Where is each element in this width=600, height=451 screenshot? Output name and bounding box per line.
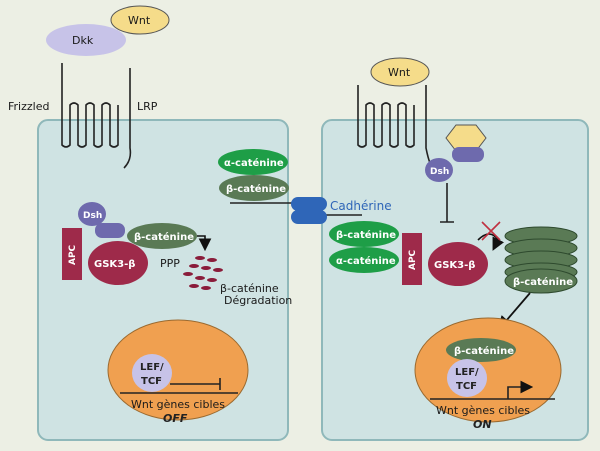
cadherine-pill-2 (291, 210, 327, 224)
cadherine-label: Cadhérine (330, 199, 392, 213)
cadherine-pill-1 (291, 197, 327, 211)
lef-right-2: TCF (456, 381, 477, 392)
genes-right-label: Wnt gènes cibles (436, 404, 530, 417)
lef-tcf-right (447, 359, 487, 397)
bcat-top (219, 175, 289, 201)
bcat-stack-label: β-caténine (513, 276, 573, 288)
lrp-label: LRP (137, 100, 158, 113)
lef-right-1: LEF/ (455, 367, 479, 378)
gsk-right (428, 242, 488, 286)
acat-mid (329, 247, 399, 273)
dsh-left (78, 202, 106, 226)
wnt-label-right: Wnt (388, 66, 411, 79)
lef-tcf-left (132, 354, 172, 392)
degradation-arrow (197, 235, 212, 252)
bcat-nucleus-label: β-caténine (454, 345, 514, 357)
acat-top (218, 149, 288, 175)
bcat-mid (329, 221, 399, 247)
dsh-right (425, 158, 453, 182)
off-marker (170, 378, 221, 390)
degradation-label-1: β-caténine (220, 282, 279, 295)
inhibition-right (440, 183, 454, 223)
nucleus-left (107, 319, 249, 421)
wnt-blob-left (110, 5, 170, 35)
apc-left-label: APC (68, 244, 78, 265)
apc-right-label: APC (408, 249, 418, 270)
blocked-cross (481, 221, 501, 241)
blocked-arrow (477, 233, 505, 251)
dkk-blob (46, 24, 126, 56)
acat-top-label: α-caténine (224, 157, 284, 169)
bcat-left (127, 223, 197, 249)
gsk-left-label: GSK3-β (94, 259, 135, 270)
bcat-top-label: β-caténine (226, 183, 286, 195)
connector-left (95, 223, 125, 238)
bcat-mid-label: β-caténine (336, 229, 396, 241)
bcat-nucleus (446, 338, 516, 362)
bcat-stack-top (504, 268, 578, 294)
frizzled-label: Frizzled (8, 100, 49, 113)
apc-right (402, 233, 422, 285)
ppp-label: PPP (160, 257, 180, 270)
bcat-left-label: β-caténine (134, 231, 194, 243)
lef-left-1: LEF/ (140, 362, 164, 373)
membrane-pill-right (452, 147, 484, 162)
wnt-blob-right (370, 57, 430, 87)
lef-left-2: TCF (141, 376, 162, 387)
state-left-label: OFF (163, 412, 188, 425)
gsk-left (88, 241, 148, 285)
wnt-label-left: Wnt (128, 14, 151, 27)
acat-mid-label: α-caténine (336, 255, 396, 267)
apc-left (62, 228, 82, 280)
state-right-label: ON (473, 418, 492, 431)
degradation-label-2: Dégradation (224, 294, 292, 307)
dsh-right-label: Dsh (430, 167, 449, 177)
frizzled-receptor (61, 63, 132, 169)
on-marker (507, 380, 534, 399)
genes-left-label: Wnt gènes cibles (131, 398, 225, 411)
dsh-left-label: Dsh (83, 211, 102, 221)
dkk-label: Dkk (72, 34, 94, 47)
degradation-fragments (183, 256, 223, 290)
gsk-right-label: GSK3-β (434, 260, 475, 271)
